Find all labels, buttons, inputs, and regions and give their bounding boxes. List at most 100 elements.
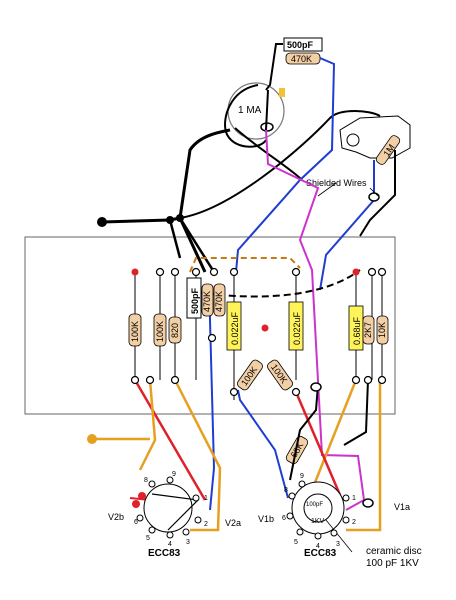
wire-dashed-orange [189,257,301,273]
top-res-470k-label: 470K [291,54,312,64]
shield-ring-2 [310,382,322,392]
tube-pin [148,526,156,534]
tube-pin [296,528,304,536]
turret [145,375,155,385]
turret [291,387,301,397]
disc-note-line2: 100 pF 1KV [366,558,419,569]
tube-pin [286,512,294,520]
wire-red-2 [294,391,342,496]
turret [367,267,377,277]
jack-hole [346,133,360,147]
pin-label: 9 [172,471,176,478]
tube-pin [182,528,190,536]
wire-blue-left [209,300,216,511]
res-100k-1 [128,313,142,347]
pin-label: 9 [300,473,304,480]
pin-label: 4 [316,543,320,550]
pin-label: 2 [352,519,356,526]
cap-0022-1-label: 0.022uF [230,311,240,345]
turret [207,333,217,343]
res-820-label: 820 [170,323,180,338]
v1b-label: V1b [258,514,274,524]
shield-ring-1 [368,192,380,202]
pin-label: 5 [146,535,150,542]
turret [130,375,140,385]
wire-orange-2 [173,379,222,532]
node-main-1 [97,217,107,227]
pin-label: 1 [204,495,208,502]
turret [170,375,180,385]
v1a-label: V1a [394,502,410,512]
res-100k-2-label: 100K [155,321,165,342]
pin-label: 6 [134,519,138,526]
pin-label: 5 [294,539,298,546]
wire-black-top-left [265,43,283,91]
pin-label: 8 [144,477,148,484]
input-node [87,434,97,444]
disc-note-line1: ceramic disc [366,546,422,557]
jack-res-1m [375,135,401,165]
res-470k-a [201,283,214,317]
wire-black-tube-right [289,379,369,481]
res-100k-2 [153,313,167,347]
res-470k-a-label: 470K [202,291,212,312]
pin-label: 3 [336,541,340,548]
cap-0022-1 [226,301,242,351]
wire-blue-shield-jack [319,160,375,291]
v2a-label: V2a [225,518,241,528]
node-main-2 [166,216,174,224]
tube-pin [342,494,350,502]
tube-right-label: ECC83 [304,548,337,559]
res-2k7 [362,315,375,345]
turret [170,267,180,277]
shielded-wires-label: Shielded Wires [306,178,367,188]
wire-black-main [101,128,231,273]
turret [229,387,239,397]
wire-black-to-board [168,217,216,273]
tube-left-label: ECC83 [148,548,181,559]
cap-0022-2-label: 0.022uF [292,311,302,345]
res-100k-1-label: 100K [130,321,140,342]
tube-pin [166,476,174,484]
tube-pin [166,531,174,539]
tube-pin [194,516,202,524]
tube-pin [330,529,338,537]
turret [363,375,373,385]
cap-068-label: 0.68uF [352,316,362,345]
v2b-label: V2b [108,512,124,522]
pin-label: 3 [186,539,190,546]
tube-pin [192,494,200,502]
wire-blue-main [235,57,336,499]
node-red-right [352,268,360,276]
pot-tab [279,88,285,97]
turret-board-outline [24,236,396,415]
pin-label: 4 [168,541,172,548]
tube-socket-left [143,483,193,533]
wire-orange-1 [138,379,157,471]
shield-ring-3 [362,498,374,508]
res-2k7-label: 2K7 [363,322,373,338]
turret [229,267,239,277]
cap-500pf-vert [186,277,202,319]
node-red-left [131,268,139,276]
tube-pin [298,480,306,488]
res-10k-label: 10K [377,322,387,338]
cap-500pf-vert-label: 500pF [190,287,200,314]
pin-label: 2 [204,521,208,528]
res-100k-4 [267,359,293,391]
pot-label: 1 MA [238,105,262,116]
shield-leader [317,182,379,197]
turret [155,267,165,277]
disc-cap-voltage: 1KV [311,518,325,525]
wire-black-to-jack [179,89,381,219]
node-red-mid [261,324,269,332]
res-10k [376,315,389,345]
wire-red-1 [133,379,207,501]
top-cap-500pf-label: 500pF [287,40,314,50]
turret [377,375,387,385]
node-main-3 [176,214,184,222]
tube-pin [342,516,350,524]
disc-cap [303,493,333,523]
